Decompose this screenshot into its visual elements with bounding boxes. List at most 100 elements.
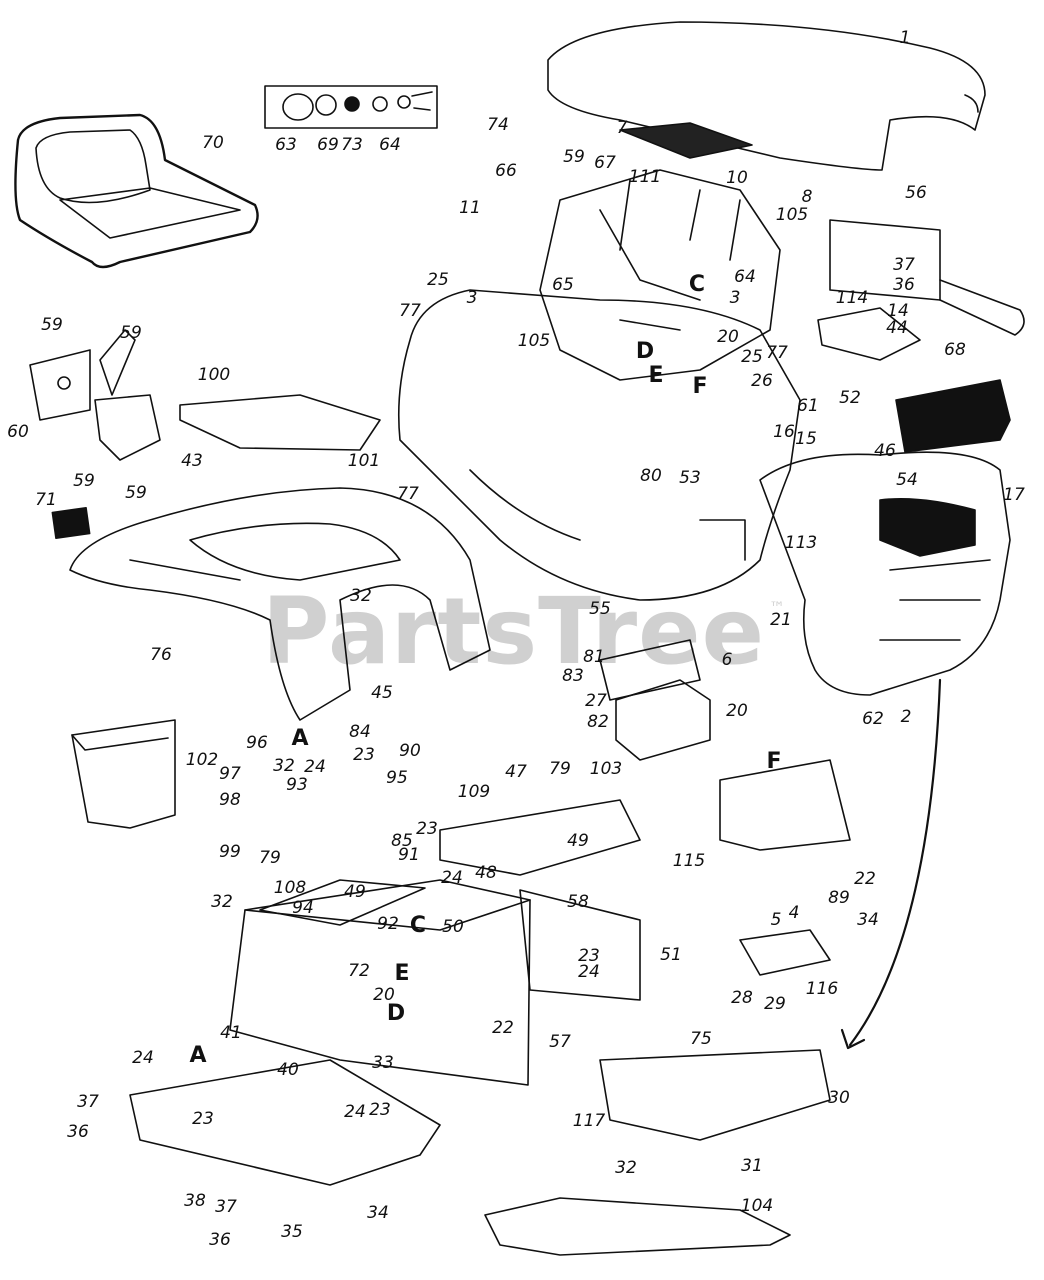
part-callout-76: 76 bbox=[150, 645, 172, 665]
part-callout-90: 90 bbox=[399, 741, 421, 761]
part-callout-58: 58 bbox=[567, 892, 589, 912]
part-callout-115: 115 bbox=[673, 851, 705, 871]
hardware-kit-box bbox=[264, 85, 438, 129]
part-callout-93: 93 bbox=[286, 775, 308, 795]
part-callout-44: 44 bbox=[886, 318, 908, 338]
part-callout-36: 36 bbox=[209, 1230, 231, 1250]
part-callout-20: 20 bbox=[373, 985, 395, 1005]
part-callout-34: 34 bbox=[857, 910, 879, 930]
part-callout-95: 95 bbox=[386, 768, 408, 788]
part-callout-27: 27 bbox=[585, 691, 607, 711]
part-callout-105: 105 bbox=[518, 331, 550, 351]
frame-left bbox=[229, 879, 531, 1086]
headlight-lens bbox=[895, 379, 1011, 453]
part-callout-64: 64 bbox=[379, 135, 401, 155]
part-callout-22: 22 bbox=[492, 1018, 514, 1038]
part-callout-72: 72 bbox=[348, 961, 370, 981]
part-callout-103: 103 bbox=[590, 759, 622, 779]
hood bbox=[547, 21, 986, 171]
part-callout-49: 49 bbox=[344, 882, 366, 902]
part-callout-53: 53 bbox=[679, 468, 701, 488]
part-callout-24: 24 bbox=[578, 962, 600, 982]
grille-screen bbox=[619, 122, 753, 159]
section-letter-F1: F bbox=[692, 374, 707, 399]
part-callout-56: 56 bbox=[905, 183, 927, 203]
part-callout-91: 91 bbox=[398, 845, 420, 865]
part-callout-65: 65 bbox=[552, 275, 574, 295]
part-callout-51: 51 bbox=[660, 945, 682, 965]
part-callout-73: 73 bbox=[341, 135, 363, 155]
part-callout-84: 84 bbox=[349, 722, 371, 742]
part-callout-68: 68 bbox=[944, 340, 966, 360]
part-callout-22: 22 bbox=[854, 869, 876, 889]
section-letter-D1: D bbox=[636, 339, 654, 364]
part-callout-38: 38 bbox=[184, 1191, 206, 1211]
part-callout-59: 59 bbox=[125, 483, 147, 503]
part-callout-36: 36 bbox=[893, 275, 915, 295]
part-callout-100: 100 bbox=[198, 365, 230, 385]
section-letter-E2: E bbox=[394, 961, 409, 986]
part-callout-46: 46 bbox=[874, 441, 896, 461]
part-callout-64: 64 bbox=[734, 267, 756, 287]
part-callout-102: 102 bbox=[186, 750, 218, 770]
part-callout-6: 6 bbox=[722, 650, 733, 670]
part-callout-24: 24 bbox=[441, 868, 463, 888]
part-callout-96: 96 bbox=[246, 733, 268, 753]
part-callout-33: 33 bbox=[372, 1053, 394, 1073]
part-callout-48: 48 bbox=[475, 863, 497, 883]
section-letter-D2: D bbox=[387, 1001, 405, 1026]
part-callout-61: 61 bbox=[797, 396, 819, 416]
part-callout-3: 3 bbox=[730, 288, 741, 308]
body-shell bbox=[397, 289, 801, 601]
section-letter-A2: A bbox=[189, 1043, 206, 1068]
part-callout-32: 32 bbox=[350, 586, 372, 606]
part-callout-114: 114 bbox=[836, 288, 868, 308]
part-callout-98: 98 bbox=[219, 790, 241, 810]
part-callout-36: 36 bbox=[67, 1122, 89, 1142]
battery-box bbox=[71, 719, 176, 829]
section-letter-A1: A bbox=[291, 726, 308, 751]
part-callout-50: 50 bbox=[442, 917, 464, 937]
part-callout-8: 8 bbox=[802, 187, 813, 207]
part-callout-77: 77 bbox=[399, 301, 421, 321]
part-callout-45: 45 bbox=[371, 683, 393, 703]
part-callout-79: 79 bbox=[549, 759, 571, 779]
foot-plate bbox=[484, 1197, 791, 1256]
part-callout-37: 37 bbox=[77, 1092, 99, 1112]
part-callout-37: 37 bbox=[893, 255, 915, 275]
part-callout-24: 24 bbox=[304, 757, 326, 777]
part-callout-32: 32 bbox=[615, 1158, 637, 1178]
part-callout-116: 116 bbox=[806, 979, 839, 999]
part-callout-30: 30 bbox=[828, 1088, 850, 1108]
part-callout-32: 32 bbox=[273, 756, 295, 776]
bottom-plate bbox=[129, 1059, 441, 1186]
part-callout-83: 83 bbox=[562, 666, 584, 686]
part-callout-23: 23 bbox=[369, 1100, 391, 1120]
part-callout-23: 23 bbox=[578, 946, 600, 966]
part-callout-99: 99 bbox=[219, 842, 241, 862]
part-callout-63: 63 bbox=[275, 135, 297, 155]
seat bbox=[14, 113, 259, 269]
part-callout-24: 24 bbox=[132, 1048, 154, 1068]
part-callout-62: 62 bbox=[862, 709, 884, 729]
section-letter-C1: C bbox=[689, 272, 705, 297]
part-callout-54: 54 bbox=[896, 470, 918, 490]
part-callout-23: 23 bbox=[353, 745, 375, 765]
part-callout-75: 75 bbox=[690, 1029, 712, 1049]
section-letter-C2: C bbox=[410, 913, 426, 938]
part-callout-70: 70 bbox=[202, 133, 224, 153]
part-callout-29: 29 bbox=[764, 994, 786, 1014]
part-callout-41: 41 bbox=[220, 1023, 242, 1043]
part-callout-31: 31 bbox=[741, 1156, 763, 1176]
part-callout-5: 5 bbox=[771, 910, 782, 930]
part-callout-57: 57 bbox=[549, 1032, 571, 1052]
part-callout-15: 15 bbox=[795, 429, 817, 449]
part-callout-26: 26 bbox=[751, 371, 773, 391]
dash-tower bbox=[539, 169, 781, 381]
part-callout-80: 80 bbox=[640, 466, 662, 486]
part-callout-79: 79 bbox=[259, 848, 281, 868]
part-callout-59: 59 bbox=[73, 471, 95, 491]
